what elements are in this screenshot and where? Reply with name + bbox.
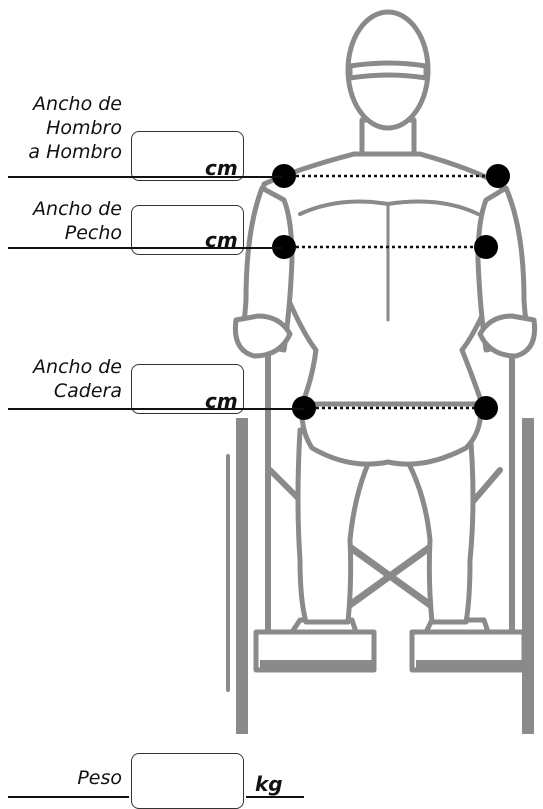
weight-label: Peso [77,766,122,790]
shoulder-right-marker [486,164,510,188]
chest-right-marker [474,235,498,259]
weight-input[interactable] [131,753,244,809]
shoulder-width-label: Ancho de Hombro a Hombro [28,92,122,164]
hip-width-label: Ancho de Cadera [33,355,122,403]
hip-width-unit: cm [205,389,238,413]
weight-unit-underline [246,796,304,798]
shoulder-width-unit: cm [205,156,238,180]
chest-width-underline [8,247,282,249]
shoulder-width-underline [8,176,282,178]
chest-width-unit: cm [205,228,238,252]
hip-right-marker [474,396,498,420]
weight-unit: kg [255,772,283,796]
chest-width-label: Ancho de Pecho [33,197,122,245]
hip-width-underline [8,408,304,410]
weight-underline [8,796,129,798]
